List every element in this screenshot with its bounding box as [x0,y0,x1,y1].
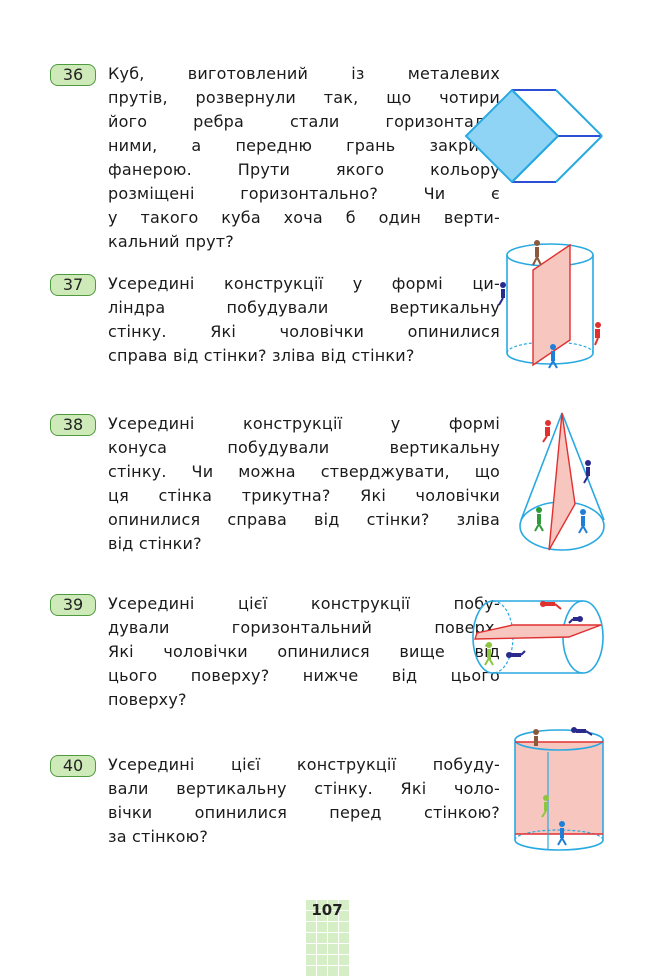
figure-navy [568,616,583,624]
text-line: ними, а передню грань закрили [108,136,500,155]
text-line: стінку. Чи можна стверджувати, що [108,462,500,481]
figure-blue [548,344,558,369]
figure-red [540,601,562,610]
text-line: цього поверху? нижче від цього [108,666,500,685]
text-line: його ребра стали горизонталь- [108,112,500,131]
cylinder-front-wall-illustration [514,727,604,851]
text-line: Які чоловічки опинилися вище від [108,642,500,661]
text-line: за стінкою? [108,827,209,846]
figure-green [534,507,544,532]
text-line: прутів, розвернули так, що чотири [108,88,500,107]
problem-number-badge: 37 [50,274,96,296]
figure-green [541,795,549,818]
horizontal-cylinder-illustration [472,600,604,674]
problem-number-badge: 38 [50,414,96,436]
figure-navy [571,727,593,736]
figure-blue [557,821,567,846]
text-line: Усередині конструкції у формі ци- [108,274,500,293]
figure-red [594,322,601,346]
text-line: ліндра побудували вертикальну [108,298,500,317]
problem-number-badge: 39 [50,594,96,616]
figure-blue [578,509,588,534]
problem-number-badge: 40 [50,755,96,777]
text-line: ця стінка трикутна? Які чоловічки [108,486,500,505]
problem-text: Куб, виготовлений із металевих прутів, р… [108,62,500,254]
problem-text: Усередині цієї конструкції побуду- вали … [108,753,500,849]
figure-brown [532,240,542,266]
page-number: 107 [311,901,343,919]
text-line: Куб, виготовлений із металевих [108,64,500,83]
text-line: Усередині цієї конструкції побуду- [108,755,500,774]
text-line: кальний прут? [108,232,234,251]
text-line: поверху? [108,690,187,709]
text-line: розміщені горизонтально? Чи є [108,184,500,203]
cube-illustration [464,88,603,184]
text-line: у такого куба хоча б один верти- [108,208,500,227]
figure-navy [498,282,506,306]
problem-text: Усередині конструкції у формі конуса поб… [108,412,500,556]
page-number-strip [305,899,349,977]
cylinder-wall-illustration [498,240,601,369]
cone-wall-illustration [519,412,605,551]
figure-navy [583,460,591,484]
text-line: стінку. Які чоловічки опинилися [108,322,500,341]
problem-text: Усередині цієї конструкції побу- дували … [108,592,500,712]
figure-brown [533,729,539,746]
text-line: справа від стінки? зліва від стінки? [108,346,415,365]
text-line: фанерою. Прути якого кольору [108,160,500,179]
text-line: вали вертикальну стінку. Які чоло- [108,779,500,798]
figure-red [542,420,551,443]
text-line: Усередині цієї конструкції побу- [108,594,500,613]
text-line: дували горизонтальний поверх. [108,618,500,637]
problem-text: Усередині конструкції у формі ци- ліндра… [108,272,500,368]
text-line: вічки опинилися перед стінкою? [108,803,500,822]
figure-navy-bottom [506,650,526,658]
text-line: від стінки? [108,534,202,553]
problem-number-badge: 36 [50,64,96,86]
text-line: Усередині конструкції у формі [108,414,500,433]
text-line: конуса побудували вертикальну [108,438,500,457]
text-line: опинилися справа від стінки? зліва [108,510,500,529]
figure-green [484,642,494,666]
